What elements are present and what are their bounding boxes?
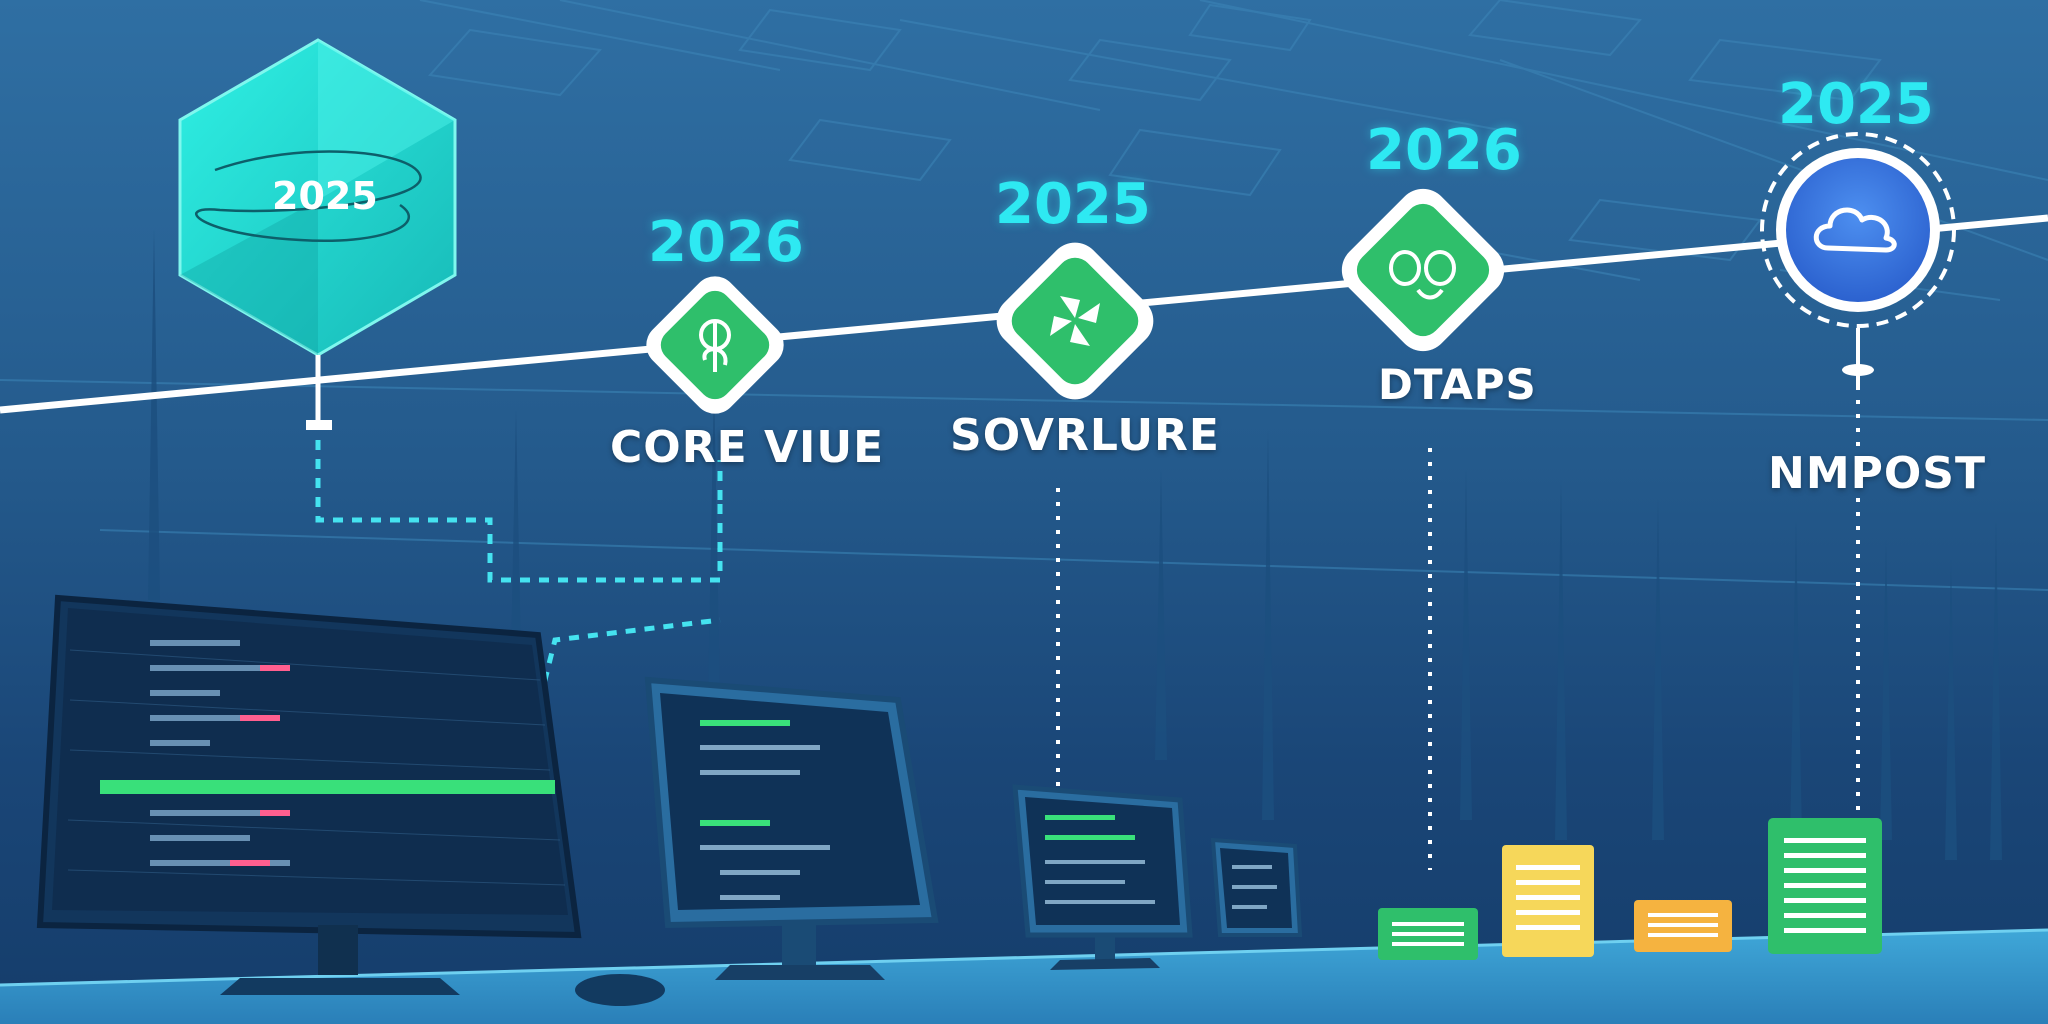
chain-link-icon — [1389, 250, 1456, 300]
milestone-year-sovrlure: 2025 — [995, 172, 1151, 237]
nmpost-marker — [1842, 328, 1874, 390]
milestone-node-core-viue[interactable] — [637, 267, 793, 423]
doc-card-green-small — [1378, 908, 1478, 960]
hex-badge-year: 2025 — [272, 174, 378, 218]
milestone-label-core-viue: CORE VIUE — [610, 422, 885, 473]
monitor-tiny — [1210, 837, 1303, 937]
milestone-year-dtaps: 2026 — [1366, 118, 1522, 183]
pinwheel-icon — [1050, 296, 1100, 346]
monitor-small — [1012, 784, 1193, 970]
milestone-year-nmpost: 2025 — [1778, 72, 1934, 137]
milestone-year-core-viue: 2026 — [648, 210, 804, 275]
milestone-node-sovrlure[interactable] — [986, 232, 1164, 410]
hex-badge — [178, 38, 457, 430]
leaf-icon — [699, 319, 731, 372]
monitor-large — [36, 594, 665, 1006]
milestone-node-nmpost[interactable] — [1760, 132, 1956, 328]
monitor-medium — [644, 676, 939, 980]
background-spikes — [148, 230, 2002, 860]
milestone-label-dtaps: DTAPS — [1378, 360, 1537, 409]
doc-card-orange — [1634, 900, 1732, 952]
milestone-label-sovrlure: SOVRLURE — [950, 410, 1220, 461]
doc-card-yellow — [1502, 845, 1594, 957]
cloud-icon — [1813, 207, 1897, 253]
doc-card-green-large — [1768, 818, 1882, 954]
milestone-node-dtaps[interactable] — [1331, 178, 1515, 362]
drop-lines — [1056, 400, 1860, 870]
milestone-label-nmpost: NMPOST — [1768, 448, 1986, 499]
